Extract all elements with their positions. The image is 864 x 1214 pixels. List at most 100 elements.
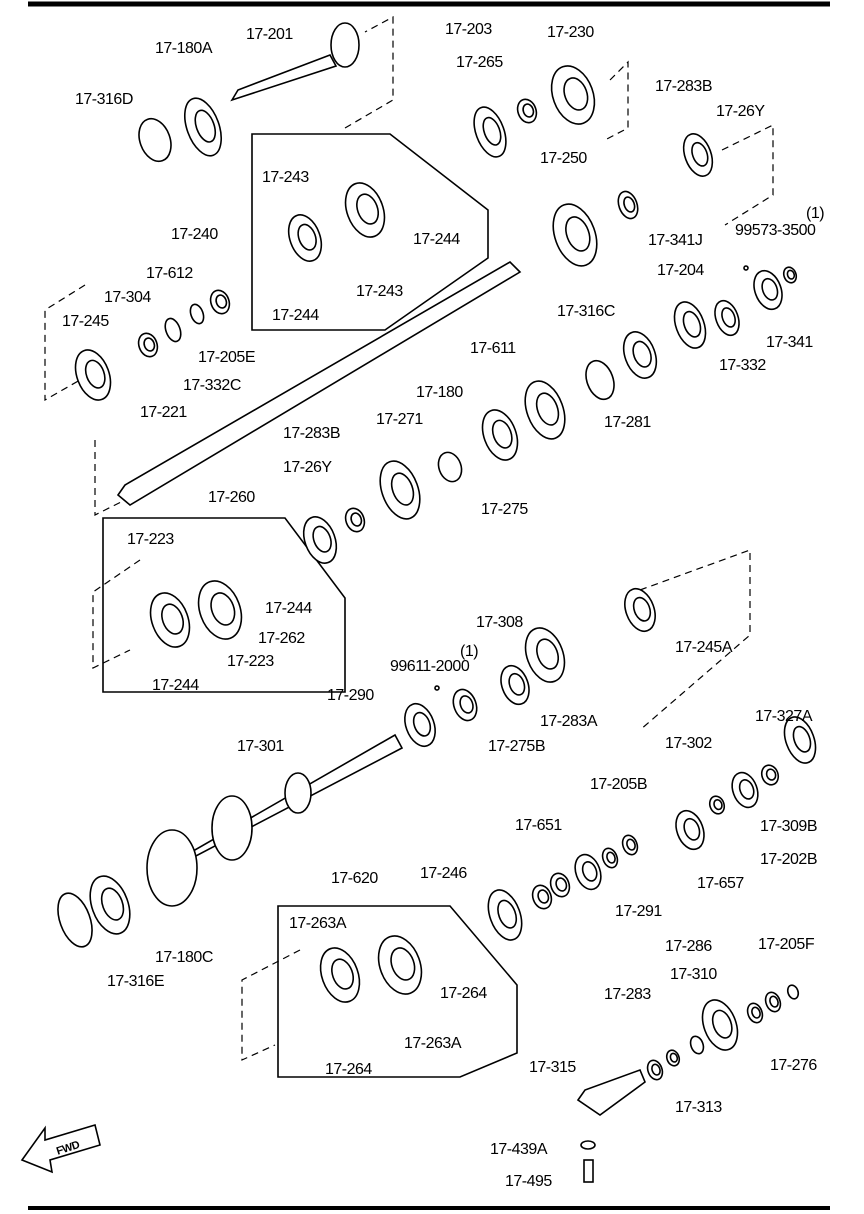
guide-line (639, 549, 751, 731)
part-bore (792, 725, 812, 753)
part-label: 17-316C (557, 303, 615, 320)
part-label: 17-246 (420, 865, 467, 882)
part-label: 17-263A (289, 915, 347, 932)
part-bore (312, 525, 332, 553)
part-bore (194, 109, 217, 143)
part-bore (765, 768, 777, 781)
part-bore (565, 216, 591, 252)
part-bore (623, 196, 636, 213)
group-box-17-620 (277, 905, 518, 1078)
part-glyph (786, 984, 800, 1000)
part-label: 17-180C (155, 949, 213, 966)
part-label: 17-276 (770, 1057, 817, 1074)
part-label: 17-327A (755, 708, 813, 725)
part-bore (761, 277, 779, 301)
part-bore (563, 77, 589, 111)
part-bore (459, 695, 474, 714)
guide-line (44, 284, 86, 402)
parts-layer (57, 65, 817, 1081)
input-shaft-part (230, 54, 338, 102)
part-bore (711, 1009, 733, 1039)
group-box-17-240 (251, 133, 489, 331)
part-bore (537, 889, 550, 904)
part-glyph (743, 265, 749, 271)
part-label: 17-612 (146, 265, 193, 282)
part-bore (390, 947, 416, 981)
part-label: 17-271 (376, 411, 423, 428)
part-label: 17-309B (760, 818, 817, 835)
part-bore (751, 1006, 761, 1019)
part-label: 17-291 (615, 903, 662, 920)
part-bore (581, 861, 598, 882)
part-label: 17-262 (258, 630, 305, 647)
guide-line (721, 124, 774, 226)
counter-gear-part (284, 772, 312, 814)
part-label: 17-283B (655, 78, 712, 95)
part-label: 17-260 (208, 489, 255, 506)
part-label: 17-204 (657, 262, 704, 279)
part-bore (210, 592, 236, 626)
part-label: 17-332 (719, 357, 766, 374)
part-label: 17-341J (648, 232, 702, 249)
part-bore (632, 340, 652, 368)
part-label: 17-250 (540, 150, 587, 167)
part-label: 17-203 (445, 21, 492, 38)
part-bore (632, 596, 652, 622)
part-glyph (437, 451, 463, 483)
part-label: 17-243 (262, 169, 309, 186)
part-label: 17-439A (490, 1141, 548, 1158)
part-label: 17-240 (171, 226, 218, 243)
fwd-arrow-icon: FWD (20, 1123, 101, 1174)
part-label: 17-308 (476, 614, 523, 631)
part-label: 17-221 (140, 404, 187, 421)
part-label: 17-286 (665, 938, 712, 955)
part-glyph (434, 685, 440, 691)
input-gear-part (330, 22, 360, 68)
part-label: 17-341 (766, 334, 813, 351)
part-label: 17-223 (227, 653, 274, 670)
part-label: 17-620 (331, 870, 378, 887)
part-bore (721, 307, 736, 328)
part-bore (84, 359, 106, 389)
part-label: 17-223 (127, 531, 174, 548)
part-label: 17-180A (155, 40, 213, 57)
part-bore (215, 294, 228, 309)
part-bore (555, 877, 568, 892)
part-bore (508, 672, 526, 696)
part-label: (1) (806, 205, 824, 222)
part-bore (161, 603, 185, 635)
part-label: 17-275 (481, 501, 528, 518)
counter-gear-part (211, 795, 253, 861)
part-bore (691, 141, 709, 167)
part-bore (331, 958, 355, 990)
part-glyph (689, 1035, 705, 1055)
counter-gear-part (146, 829, 198, 907)
part-label: 17-244 (265, 600, 312, 617)
part-label: 17-310 (670, 966, 717, 983)
part-label: 17-264 (325, 1061, 372, 1078)
part-label: 17-301 (237, 738, 284, 755)
part-bore (482, 116, 502, 146)
part-label: 99573-3500 (735, 222, 816, 239)
part-bore (497, 899, 518, 929)
part-label: 17-332C (183, 377, 241, 394)
idler-shaft-part (576, 1068, 646, 1116)
part-bore (606, 851, 616, 864)
part-label: 17-283A (540, 713, 598, 730)
part-bore (626, 838, 636, 851)
part-label: 17-495 (505, 1173, 552, 1190)
part-bore (297, 223, 317, 251)
part-bore (738, 779, 755, 800)
part-bore (143, 337, 156, 352)
part-label: 99611-2000 (390, 658, 470, 675)
part-bore (491, 419, 513, 449)
part-label: 17-263A (404, 1035, 462, 1052)
part-label: (1) (460, 643, 478, 660)
part-label: 17-244 (413, 231, 460, 248)
part-label: 17-657 (697, 875, 744, 892)
part-bore (356, 193, 380, 225)
part-bore (100, 887, 125, 921)
part-label: 17-202B (760, 851, 817, 868)
